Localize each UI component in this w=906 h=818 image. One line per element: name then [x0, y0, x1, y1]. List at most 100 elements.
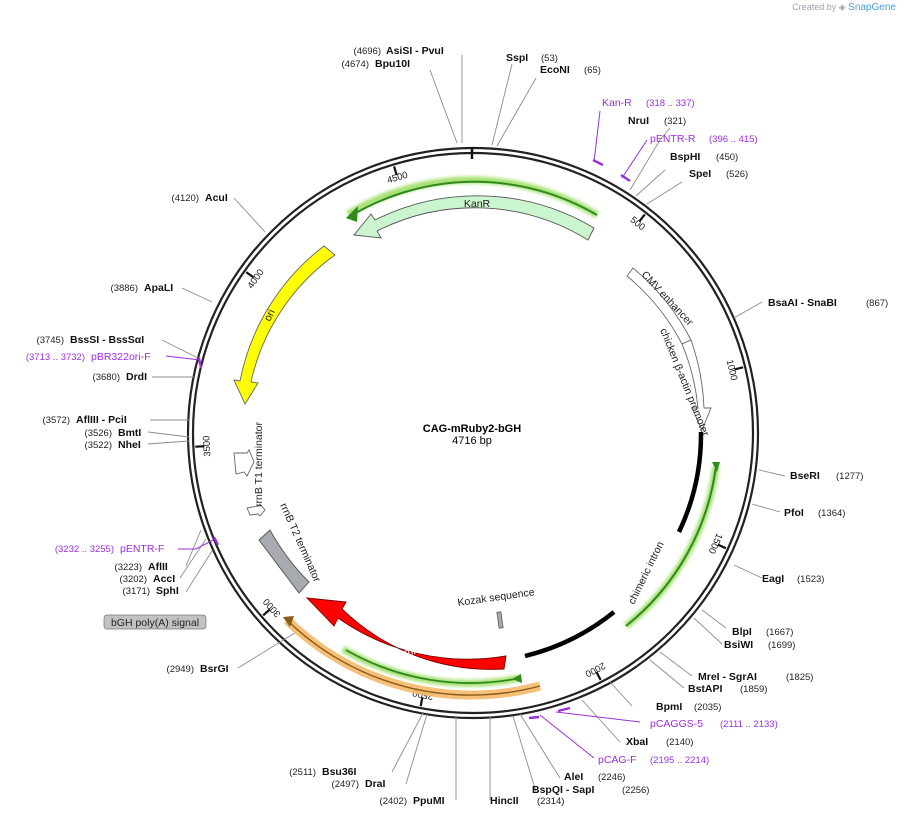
site-pos: (3171): [123, 586, 150, 597]
site-pos: (450): [716, 152, 738, 163]
site-pos: (2140): [666, 737, 693, 748]
site-label[interactable]: AccI: [153, 573, 175, 585]
feature-bgh-polya[interactable]: bGH poly(A) signal: [103, 529, 310, 630]
scale-tick-label: 1500: [706, 531, 725, 555]
site-label[interactable]: Bpu10I: [375, 58, 410, 70]
site-pos: (2314): [537, 796, 564, 807]
watermark-brand: SnapGene: [848, 2, 896, 13]
site-pos: (2246): [598, 772, 625, 783]
scale-tick: [717, 543, 727, 550]
site-label[interactable]: ApaLI: [144, 282, 173, 294]
watermark-prefix: Created by: [792, 2, 837, 12]
site-pos: (2511): [289, 767, 316, 778]
scale-tick: [419, 696, 424, 707]
site-pos: (3886): [111, 283, 138, 294]
site-pos: (1277): [836, 471, 863, 482]
site-label[interactable]: EcoNI: [540, 64, 570, 76]
site-label[interactable]: PfoI: [784, 507, 804, 519]
scale-tick-label: 4500: [386, 170, 409, 187]
site-label[interactable]: BssSI - BssSαI: [70, 334, 144, 346]
scale-tick-label: 1000: [724, 359, 740, 382]
site-label[interactable]: PpuMI: [413, 795, 445, 807]
site-label[interactable]: AflII: [148, 561, 168, 573]
site-label[interactable]: Bsu36I: [322, 766, 357, 778]
feature-chimeric-intron[interactable]: chimeric intron: [524, 431, 720, 659]
site-pos: (1523): [797, 574, 824, 585]
site-pos: (3745): [37, 335, 64, 346]
scale-tick: [262, 608, 271, 617]
primer-label[interactable]: pCAGGS-5: [650, 718, 703, 730]
mruby2-arrow: [305, 597, 507, 670]
site-label[interactable]: DraI: [365, 778, 386, 790]
scale-tick-label: 500: [628, 215, 647, 233]
primer-range: (3713 .. 3732): [26, 352, 85, 363]
site-pos: (3223): [115, 562, 142, 573]
scale-tick-label: 4000: [245, 267, 266, 291]
site-pos: (2035): [694, 702, 721, 713]
feature-cba-promoter[interactable]: chicken β-actin promoter: [657, 327, 711, 439]
plasmid-name: CAG-mRuby2-bGH: [423, 423, 521, 435]
site-label[interactable]: BspQI - SapI: [532, 784, 595, 796]
site-label[interactable]: BpmI: [656, 701, 682, 713]
site-label[interactable]: AsiSI - PvuI: [386, 45, 444, 57]
site-label[interactable]: AflIII - PciI: [76, 414, 127, 426]
scale-tick-label: 3500: [201, 435, 213, 457]
primer-label[interactable]: pCAG-F: [598, 754, 637, 766]
primer-labels: Kan-R (318 .. 337) pENTR-R (396 .. 415) …: [26, 97, 778, 766]
site-label[interactable]: BspHI: [670, 151, 700, 163]
site-pos: (321): [664, 116, 686, 127]
site-pos: (4674): [342, 59, 369, 70]
site-label[interactable]: BlpI: [732, 626, 752, 638]
site-pos: (3202): [120, 574, 147, 585]
site-label[interactable]: BmtI: [118, 427, 141, 439]
scale-tick: [245, 271, 255, 279]
feature-ori[interactable]: ori: [233, 245, 336, 405]
site-label[interactable]: DrdI: [126, 371, 147, 383]
primer-range: (396 .. 415): [709, 134, 758, 145]
site-label[interactable]: SspI: [506, 52, 528, 64]
site-label[interactable]: MreI - SgrAI: [698, 671, 757, 683]
site-label[interactable]: XbaI: [626, 736, 648, 748]
primer-label[interactable]: Kan-R: [602, 97, 632, 109]
site-pos: (3526): [85, 428, 112, 439]
plasmid-length: 4716 bp: [452, 435, 492, 447]
site-label[interactable]: NheI: [118, 439, 141, 451]
site-label[interactable]: BsrGI: [200, 663, 229, 675]
scale-tick: [734, 366, 744, 371]
primer-label[interactable]: pBR322ori-F: [91, 351, 151, 363]
scale-tick: [595, 671, 602, 681]
site-label[interactable]: HincII: [490, 795, 519, 807]
site-pos: (867): [866, 298, 888, 309]
site-label[interactable]: NruI: [628, 115, 649, 127]
site-label[interactable]: BsaAI - SnaBI: [768, 297, 837, 309]
primer-range: (3232 .. 3255): [55, 544, 114, 555]
site-pos: (2256): [622, 785, 649, 796]
site-label[interactable]: SphI: [156, 585, 179, 597]
site-pos: (2497): [332, 779, 359, 790]
site-label[interactable]: BstAPI: [688, 683, 723, 695]
feature-rrnb-t1[interactable]: rrnB T1 terminator: [233, 421, 265, 507]
primer-label[interactable]: pENTR-F: [120, 543, 164, 555]
site-pos: (1667): [766, 627, 793, 638]
site-pos: (2402): [380, 796, 407, 807]
site-label[interactable]: BsiWI: [724, 639, 753, 651]
feature-kanr[interactable]: KanR: [346, 176, 599, 241]
scale-tick-label: 2000: [583, 660, 607, 679]
feature-mruby2[interactable]: mRuby2: [283, 597, 542, 700]
primer-label[interactable]: pENTR-R: [650, 133, 696, 145]
snapgene-logo-icon: ◈: [838, 2, 846, 12]
site-label[interactable]: AleI: [564, 771, 583, 783]
site-label[interactable]: BseRI: [790, 470, 820, 482]
site-label[interactable]: EagI: [762, 573, 784, 585]
kozak-label: Kozak sequence: [457, 586, 536, 609]
t1-label: rrnB T1 terminator: [253, 421, 265, 507]
site-label[interactable]: AcuI: [205, 192, 228, 204]
site-pos: (1859): [740, 684, 767, 695]
site-pos: (4696): [354, 46, 381, 57]
primer-range: (2195 .. 2214): [650, 755, 709, 766]
feature-kozak[interactable]: Kozak sequence: [457, 586, 536, 629]
site-label[interactable]: SpeI: [689, 168, 711, 180]
restriction-sites: (4696) AsiSI - PvuI (4674) Bpu10I SspI (…: [37, 45, 889, 807]
site-pos: (1699): [768, 640, 795, 651]
